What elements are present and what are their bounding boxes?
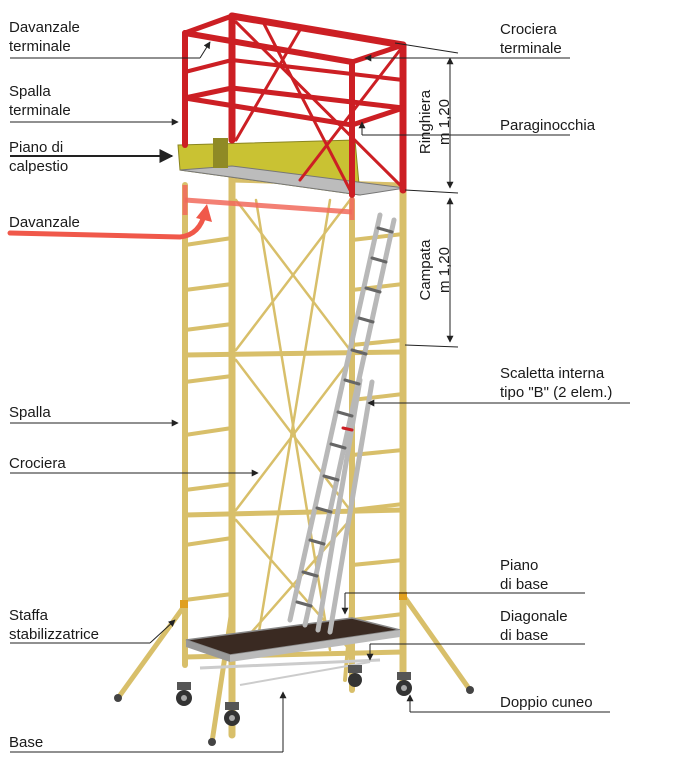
label-doppio-cuneo: Doppio cuneo (500, 694, 593, 711)
label-scaletta: Scaletta interna tipo "B" (2 elem.) (500, 365, 613, 401)
label-crociera-terminale: Crociera terminale (500, 21, 562, 57)
red-guardrail-frame (182, 12, 407, 198)
walking-deck (177, 138, 406, 196)
label-spalla-terminale: Spalla terminale (9, 83, 71, 119)
label-davanzale: Davanzale (9, 214, 80, 231)
label-piano-calpestio: Piano di calpestio (9, 139, 69, 175)
dimension-lines (394, 42, 459, 348)
leader-lines (10, 41, 630, 753)
stabilizer-staffs (115, 592, 473, 745)
label-piano-base: Piano di base (500, 557, 549, 593)
label-spalla: Spalla (9, 404, 51, 421)
label-paraginocchia: Paraginocchia (500, 117, 596, 134)
left-spalla-rungs (183, 236, 234, 647)
label-staffa: Staffa stabilizzatrice (9, 607, 100, 643)
label-campata: Campata m 1,20 (417, 239, 453, 301)
label-base: Base (9, 734, 44, 751)
label-crociera: Crociera (9, 455, 66, 472)
castors (176, 665, 412, 726)
label-diagonale-base: Diagonale di base (500, 608, 568, 644)
label-ringhiera: Ringhiera m 1,20 (417, 89, 453, 155)
label-davanzale-terminale: Davanzale terminale (9, 19, 80, 55)
internal-ladder (287, 212, 397, 635)
base-deck (185, 617, 401, 686)
staff-feet (114, 592, 474, 746)
davanzale-highlight (182, 185, 355, 220)
